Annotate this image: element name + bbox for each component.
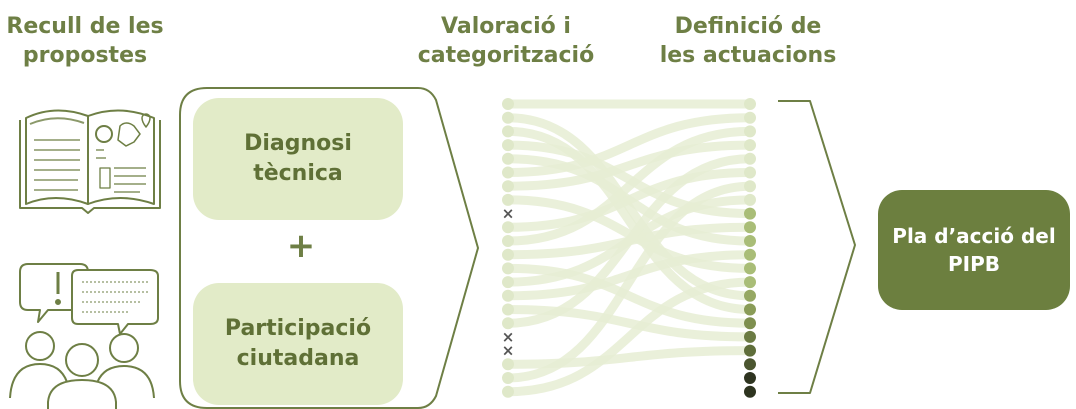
- action-node: [744, 317, 756, 330]
- heading-definicio: Definició de les actuacions: [648, 12, 848, 70]
- proposal-node: [502, 152, 514, 165]
- flow-band: [507, 126, 751, 246]
- action-node: [744, 344, 756, 357]
- flow-band: [507, 154, 751, 328]
- discarded-mark: ×: [502, 328, 515, 346]
- flow-band: [507, 263, 751, 328]
- action-node: [744, 289, 756, 302]
- flow-band: [507, 168, 751, 232]
- action-node: [744, 166, 756, 179]
- participacio-ciutadana-box: Participació ciutadana: [193, 283, 403, 405]
- proposal-node: [502, 385, 514, 398]
- action-node: [744, 262, 756, 275]
- flow-band: [507, 126, 751, 314]
- proposal-node: [502, 235, 514, 247]
- box-label-line: ciutadana: [236, 346, 360, 371]
- proposal-node: [502, 248, 514, 261]
- action-node: [744, 358, 756, 371]
- proposal-node: [502, 166, 514, 179]
- heading-line: Definició de: [674, 14, 822, 39]
- box-label-line: Diagnosi: [244, 131, 352, 156]
- action-node: [744, 139, 756, 152]
- action-node: [744, 303, 756, 316]
- action-node: [744, 330, 756, 343]
- heading-line: categorització: [417, 43, 595, 68]
- heading-line: Recull de les: [6, 14, 164, 39]
- action-node: [744, 235, 756, 247]
- diagnosi-tecnica-box: Diagnosi tècnica: [193, 98, 403, 220]
- proposal-node: [502, 139, 514, 152]
- action-node: [744, 180, 756, 193]
- proposal-node: [502, 180, 514, 193]
- action-node: [744, 125, 756, 138]
- flow-band: [507, 346, 751, 369]
- action-node: [744, 111, 756, 124]
- proposal-node: [502, 303, 514, 316]
- action-node: [744, 152, 756, 165]
- output-bracket: [778, 100, 856, 394]
- proposal-node: [502, 221, 514, 234]
- action-node: [744, 385, 756, 398]
- result-label-line: Pla d’acció del: [892, 224, 1056, 248]
- action-node: [744, 193, 756, 206]
- heading-recull-propostes: Recull de les propostes: [0, 12, 170, 70]
- box-label-line: Participació: [224, 316, 372, 341]
- action-node: [744, 276, 756, 289]
- proposal-node: [502, 193, 514, 206]
- proposal-node: [502, 276, 514, 289]
- action-node: [744, 221, 756, 234]
- flow-band: [507, 140, 751, 191]
- heading-line: les actuacions: [659, 43, 837, 68]
- proposal-node: [502, 289, 514, 302]
- action-node: [744, 248, 756, 261]
- proposal-node: [502, 111, 514, 124]
- flow-band: [507, 305, 751, 342]
- proposal-node: [502, 262, 514, 275]
- action-node: [744, 372, 756, 384]
- proposal-node: [502, 372, 514, 384]
- pla-accio-box: Pla d’acció del PIPB: [878, 190, 1070, 310]
- discarded-mark: ×: [502, 205, 515, 223]
- heading-line: propostes: [22, 43, 148, 68]
- proposal-node: [502, 125, 514, 138]
- proposal-node: [502, 358, 514, 371]
- flow-band: [507, 140, 751, 219]
- proposal-node: [502, 98, 514, 110]
- people-chat-icon: [9, 263, 159, 409]
- flow-band: [507, 277, 751, 397]
- heading-valoracio: Valoració i categorització: [406, 12, 606, 70]
- result-label-line: PIPB: [947, 252, 1000, 276]
- flow-band: [507, 113, 751, 177]
- book-map-icon: [19, 109, 161, 214]
- plus-sign: +: [286, 226, 316, 266]
- input-container-outline: [179, 87, 480, 409]
- box-label-line: tècnica: [253, 161, 343, 186]
- flow-band: [507, 181, 751, 383]
- proposal-node: [502, 317, 514, 330]
- discarded-mark: ×: [502, 342, 515, 360]
- action-node: [744, 207, 756, 220]
- action-node: [744, 98, 756, 110]
- heading-line: Valoració i: [441, 14, 571, 39]
